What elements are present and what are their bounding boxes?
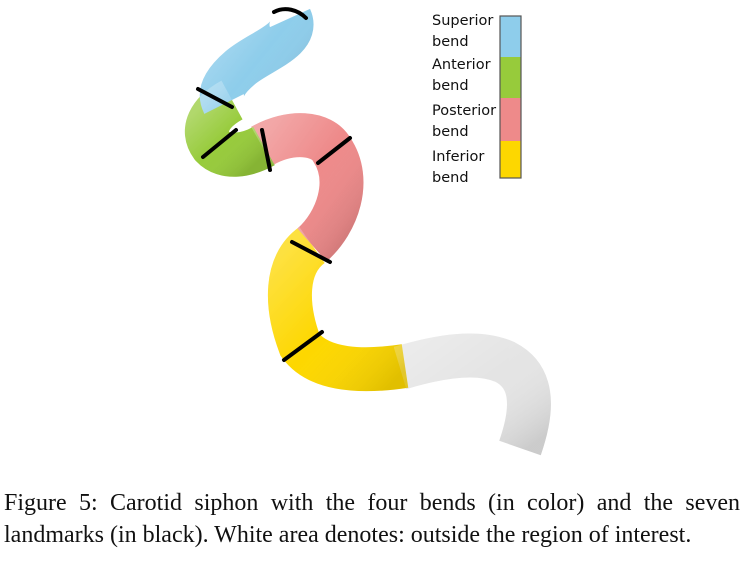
legend-label-posterior-line1: Posterior <box>432 103 496 119</box>
carotid-siphon-figure: Superior bend Anterior bend Posterior be… <box>184 7 551 456</box>
legend-label-anterior-line2: bend <box>432 78 469 94</box>
legend-label-superior-line1: Superior <box>432 13 493 29</box>
legend-item-posterior: Posterior bend <box>432 98 521 141</box>
legend: Superior bend Anterior bend Posterior be… <box>432 13 522 186</box>
landmark-4 <box>260 128 272 172</box>
legend-swatch-inferior <box>500 141 521 178</box>
landmark-5 <box>316 136 352 165</box>
legend-label-inferior-line1: Inferior <box>432 149 484 165</box>
landmark-7 <box>282 330 324 362</box>
legend-swatch-posterior <box>500 98 521 141</box>
figure-caption: Figure 5: Carotid siphon with the four b… <box>4 490 740 548</box>
legend-swatch-anterior <box>500 57 521 98</box>
landmark-6 <box>290 240 332 264</box>
legend-label-superior-line2: bend <box>432 34 469 50</box>
legend-label-inferior-line2: bend <box>432 170 469 186</box>
legend-label-anterior-line1: Anterior <box>432 57 491 73</box>
landmark-2 <box>196 87 234 109</box>
legend-label-posterior-line2: bend <box>432 124 469 140</box>
legend-item-anterior: Anterior bend <box>432 57 521 98</box>
landmark-1 <box>272 7 308 20</box>
legend-item-superior: Superior bend <box>432 13 521 57</box>
legend-swatch-superior <box>500 16 521 57</box>
landmarks <box>196 7 352 362</box>
vessel-shading <box>184 8 551 456</box>
legend-swatch-border <box>499 15 522 179</box>
landmark-3 <box>201 128 238 159</box>
legend-item-inferior: Inferior bend <box>432 141 521 186</box>
